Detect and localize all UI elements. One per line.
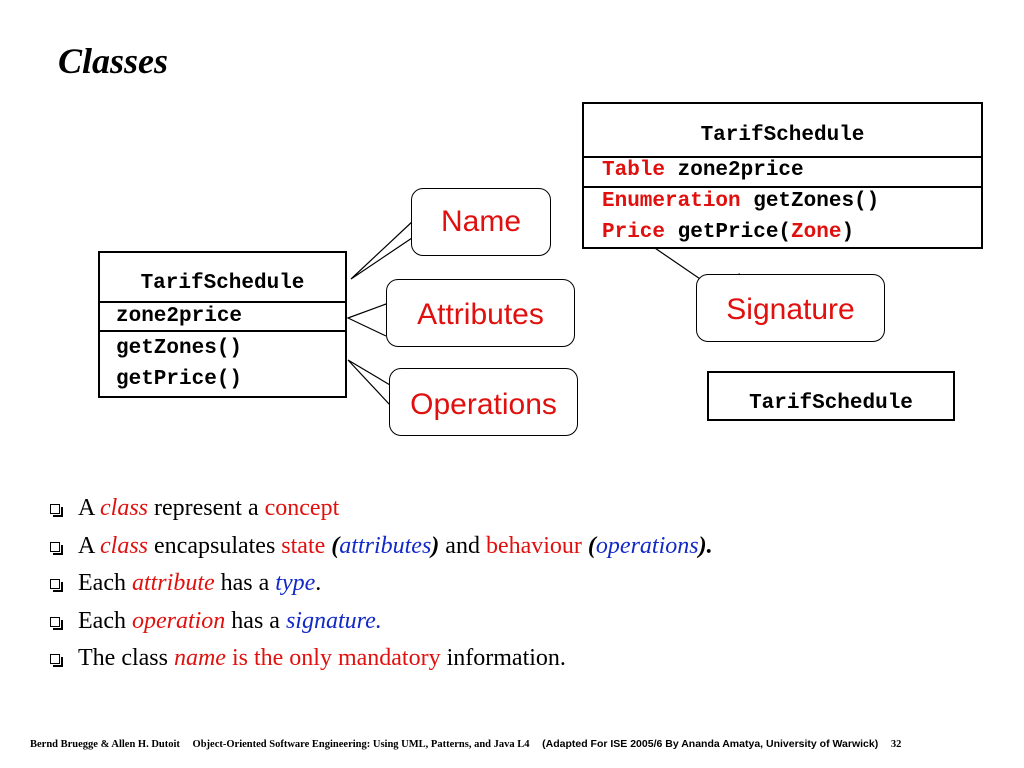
attributes-callout-pointer bbox=[346, 303, 387, 337]
square-bullet-icon bbox=[50, 504, 63, 517]
bullet-item: A class encapsulates state (attributes) … bbox=[48, 528, 713, 566]
footer-adapted: (Adapted For ISE 2005/6 By Ananda Amatya… bbox=[542, 738, 879, 750]
class-name: TarifSchedule bbox=[140, 272, 305, 295]
name-callout-pointer bbox=[350, 219, 415, 280]
bullet-list: A class represent a concept A class enca… bbox=[48, 490, 713, 678]
bullet-item: The class name is the only mandatory inf… bbox=[48, 640, 713, 678]
operation-getzones: Enumeration getZones() bbox=[602, 190, 880, 213]
bullet-item: A class represent a concept bbox=[48, 490, 713, 528]
class-box-tarifschedule-full: TarifSchedule zone2price getZones() getP… bbox=[98, 251, 347, 398]
slide-title: Classes bbox=[58, 41, 169, 81]
callout-signature: Signature bbox=[696, 274, 885, 342]
class-box-tarifschedule-typed: TarifSchedule Table zone2price Enumerati… bbox=[582, 102, 983, 249]
page-number: 32 bbox=[890, 739, 902, 750]
callout-name: Name bbox=[411, 188, 551, 256]
class-name: TarifSchedule bbox=[749, 392, 913, 415]
square-bullet-icon bbox=[50, 541, 63, 555]
class-name: TarifSchedule bbox=[700, 124, 865, 147]
square-bullet-icon bbox=[50, 654, 63, 667]
footer-authors: Bernd Bruegge & Allen H. Dutoit bbox=[30, 739, 180, 750]
attribute-name: zone2price bbox=[665, 159, 804, 182]
parameter-type: Zone bbox=[791, 221, 842, 244]
class-box-tarifschedule-name-only: TarifSchedule bbox=[707, 371, 955, 421]
square-bullet-icon bbox=[50, 579, 63, 592]
callout-attributes: Attributes bbox=[386, 279, 575, 347]
class-operations-compartment: getZones() getPrice() bbox=[116, 333, 242, 395]
operations-callout-pointer bbox=[347, 359, 391, 406]
operation-getprice: getPrice() bbox=[116, 368, 243, 391]
return-type: Enumeration bbox=[602, 190, 741, 213]
operation-getzones: getZones() bbox=[116, 337, 243, 360]
operation-getprice: Price getPrice(Zone) bbox=[602, 221, 855, 244]
square-bullet-icon bbox=[50, 616, 63, 630]
bullet-item: Each operation has a signature. bbox=[48, 603, 713, 641]
return-type: Price bbox=[602, 221, 666, 244]
slide-footer: Bernd Bruegge & Allen H. Dutoit Object-O… bbox=[30, 738, 911, 750]
class-attribute-compartment: zone2price bbox=[98, 301, 347, 332]
bullet-item: Each attribute has a type. bbox=[48, 565, 713, 603]
attribute-type: Table bbox=[602, 159, 666, 182]
footer-book: Object-Oriented Software Engineering: Us… bbox=[192, 739, 530, 750]
callout-operations: Operations bbox=[389, 368, 578, 436]
class-operations-compartment: Enumeration getZones() Price getPrice(Zo… bbox=[602, 186, 879, 248]
class-attribute-compartment: Table zone2price bbox=[582, 156, 983, 188]
